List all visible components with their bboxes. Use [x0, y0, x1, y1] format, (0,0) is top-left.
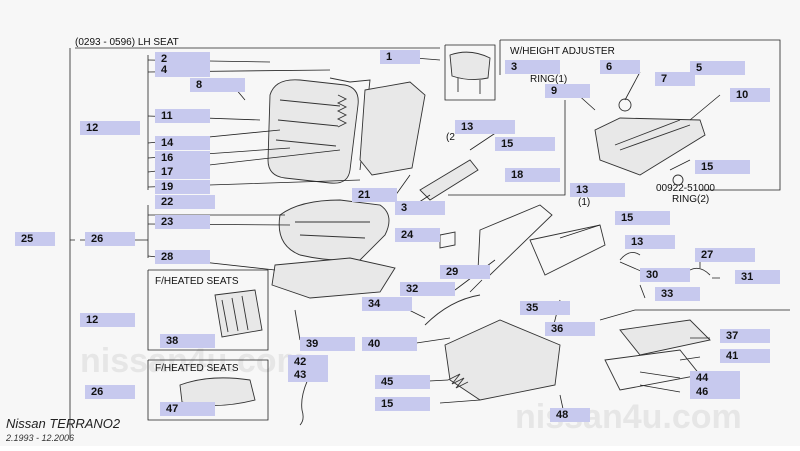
heated-seats-label-1: F/HEATED SEATS — [155, 276, 239, 287]
callout-c12a[interactable]: 12 — [80, 121, 140, 135]
callout-c40[interactable]: 40 — [362, 337, 417, 351]
callout-c28[interactable]: 28 — [155, 250, 210, 264]
callout-c41[interactable]: 41 — [720, 349, 770, 363]
headrest-drawing — [449, 51, 491, 94]
callout-c8[interactable]: 8 — [190, 78, 245, 92]
seat-cushion-drawing — [278, 199, 390, 261]
bracket-small-drawing — [619, 251, 711, 276]
callout-c3b[interactable]: 3 — [505, 60, 560, 74]
callout-c29[interactable]: 29 — [440, 265, 490, 279]
callout-c23[interactable]: 23 — [155, 215, 210, 229]
callout-c9[interactable]: 9 — [545, 84, 590, 98]
rail-inner-drawing — [477, 204, 553, 276]
callout-c33[interactable]: 33 — [655, 287, 700, 301]
callout-c6[interactable]: 6 — [600, 60, 640, 74]
callout-c15b[interactable]: 15 — [695, 160, 750, 174]
recliner-bracket-drawing — [419, 159, 479, 201]
callout-c1[interactable]: 1 — [380, 50, 420, 64]
lower-cover-drawing — [604, 349, 701, 391]
callout-c32[interactable]: 32 — [400, 282, 455, 296]
height-adjuster-box — [500, 39, 781, 191]
heated-seats-label-2: F/HEATED SEATS — [155, 363, 239, 374]
heated-seat-box-1 — [147, 269, 269, 351]
callout-c34[interactable]: 34 — [362, 297, 412, 311]
callout-c11[interactable]: 11 — [155, 109, 210, 123]
height-adjuster-drawing — [594, 98, 706, 186]
heated-seat-box-2 — [147, 359, 269, 421]
callout-c47[interactable]: 47 — [160, 402, 215, 416]
back-panel-drawing — [359, 81, 426, 176]
callout-c15a[interactable]: 15 — [495, 137, 555, 151]
harness-drawing — [294, 309, 311, 426]
callout-c39[interactable]: 39 — [300, 337, 355, 351]
callout-c13a[interactable]: 13 — [455, 120, 515, 134]
callout-c44[interactable]: 44 — [690, 371, 740, 385]
callout-c21[interactable]: 21 — [352, 188, 397, 202]
callout-c3a[interactable]: 3 — [395, 201, 445, 215]
callout-c2[interactable]: 2 — [155, 52, 210, 66]
footer-dates: 2.1993 - 12.2006 — [5, 433, 74, 443]
callout-c37[interactable]: 37 — [720, 329, 770, 343]
heater-pad-back-drawing — [214, 289, 263, 338]
height-adjuster-label: W/HEIGHT ADJUSTER — [510, 46, 615, 57]
cover-drawing — [619, 319, 711, 356]
cable-drawing — [424, 294, 481, 326]
callout-c12b[interactable]: 12 — [80, 313, 135, 327]
callout-c48[interactable]: 48 — [550, 408, 590, 422]
callout-c42[interactable]: 42 — [288, 355, 328, 369]
callout-c25[interactable]: 25 — [15, 232, 55, 246]
callout-c14[interactable]: 14 — [155, 136, 210, 150]
callout-c26b[interactable]: 26 — [85, 385, 135, 399]
callout-c18[interactable]: 18 — [505, 168, 560, 182]
callout-c36[interactable]: 36 — [545, 322, 595, 336]
callout-c7[interactable]: 7 — [655, 72, 695, 86]
callout-c27[interactable]: 27 — [695, 248, 755, 262]
switch-drawing — [439, 231, 456, 249]
ring1-note: RING(1) — [530, 74, 567, 85]
callout-c26a[interactable]: 26 — [85, 232, 135, 246]
rail-outer-drawing — [529, 224, 606, 276]
watermark-right: nissan4u.com — [515, 398, 742, 436]
callout-c46[interactable]: 46 — [690, 385, 740, 399]
callout-c35[interactable]: 35 — [520, 301, 570, 315]
callout-c45[interactable]: 45 — [375, 375, 430, 389]
callout-c13c[interactable]: 13 — [625, 235, 675, 249]
seat-back-drawing — [267, 77, 371, 184]
callout-c15c[interactable]: 15 — [615, 211, 670, 225]
seat-frame-drawing — [271, 257, 396, 299]
callout-c13b[interactable]: 13 — [570, 183, 625, 197]
headrest-box — [444, 44, 496, 101]
seat-slide-drawing — [444, 319, 561, 401]
callout-c19[interactable]: 19 — [155, 180, 210, 194]
callout-c22[interactable]: 22 — [155, 195, 215, 209]
spring-drawing — [447, 373, 469, 389]
callout-c17[interactable]: 17 — [155, 165, 210, 179]
callout-c10[interactable]: 10 — [730, 88, 770, 102]
callout-c15d[interactable]: 15 — [375, 397, 430, 411]
note-1: (1) — [578, 197, 590, 208]
callout-c5[interactable]: 5 — [690, 61, 745, 75]
ring2-note: RING(2) — [672, 194, 709, 205]
footer-brand: Nissan TERRANO2 — [6, 416, 121, 431]
note-2: (2 — [446, 132, 455, 143]
diagram-title: (0293 - 0596) LH SEAT — [75, 37, 179, 48]
callout-c24[interactable]: 24 — [395, 228, 440, 242]
part-number-note: 00922-51000 — [656, 183, 715, 194]
watermark-left: nissan4u.com — [80, 342, 307, 380]
callout-c38[interactable]: 38 — [160, 334, 215, 348]
callout-c16[interactable]: 16 — [155, 151, 210, 165]
callout-c31[interactable]: 31 — [735, 270, 780, 284]
callout-c43[interactable]: 43 — [288, 368, 328, 382]
callout-c30[interactable]: 30 — [640, 268, 690, 282]
callout-c4[interactable]: 4 — [155, 63, 210, 77]
